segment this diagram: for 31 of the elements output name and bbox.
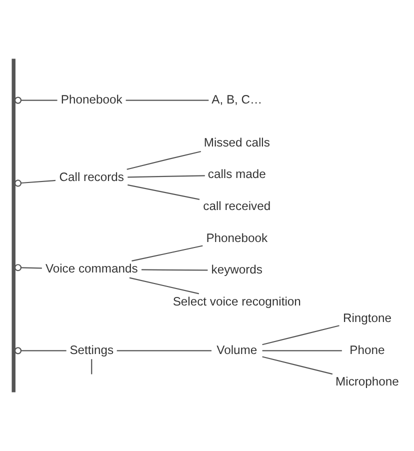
- node-text: call received: [203, 198, 271, 213]
- connector: [129, 277, 200, 294]
- connector: [14, 96, 58, 104]
- connector: [14, 264, 42, 272]
- node-text: keywords: [211, 262, 263, 277]
- connector: [126, 100, 209, 101]
- connector: [14, 347, 66, 354]
- node-text: Phone: [350, 342, 385, 357]
- node-text: Missed calls: [204, 135, 270, 150]
- node-text: Select voice recognition: [172, 294, 301, 308]
- connector: [91, 359, 92, 374]
- connector: [262, 350, 342, 352]
- node-text: Voice commands: [45, 262, 138, 276]
- node-text: Phonebook: [60, 92, 122, 106]
- node-text: Call records: [59, 170, 124, 184]
- connector: [142, 269, 208, 271]
- node-text: Phonebook: [206, 230, 268, 245]
- node-text: calls made: [208, 167, 266, 182]
- connector: [126, 150, 202, 170]
- node-text: Volume: [216, 342, 258, 357]
- connector: [14, 180, 56, 187]
- connector: [116, 350, 212, 352]
- connector: [128, 184, 200, 200]
- connector: [262, 325, 340, 346]
- connector: [132, 245, 203, 262]
- connector: [128, 175, 205, 178]
- node-text: Settings: [70, 342, 114, 357]
- connector: [262, 356, 333, 375]
- node-text: Ringtone: [342, 311, 392, 326]
- node-text: Microphone: [336, 374, 399, 389]
- node-text: A, B, C…: [212, 92, 262, 106]
